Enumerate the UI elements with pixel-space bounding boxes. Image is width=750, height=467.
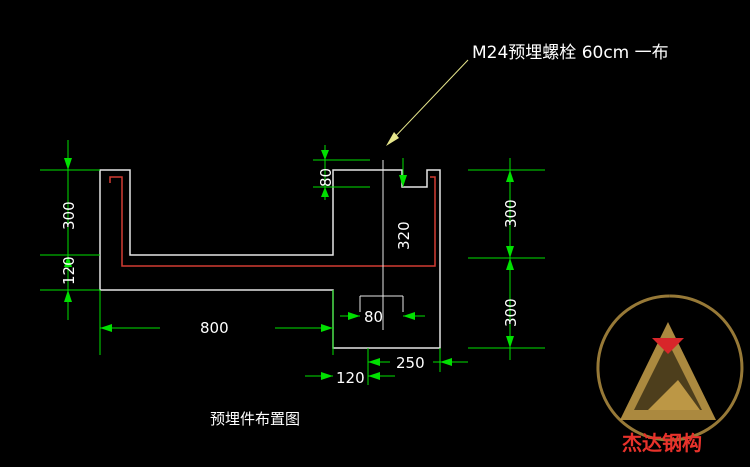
dim-120-width: 120 <box>336 369 365 387</box>
leader-line <box>391 59 469 141</box>
concrete-outline <box>99 169 441 349</box>
dim-800-width: 800 <box>200 319 229 337</box>
dim-300-right-top: 300 <box>502 199 520 228</box>
brand-text: 杰达钢构 <box>622 431 702 455</box>
dim-300-left: 300 <box>60 201 78 230</box>
rebar-line <box>109 176 436 267</box>
dim-120-left: 120 <box>60 256 78 285</box>
dim-80-top: 80 <box>317 168 335 187</box>
dim-320-center: 320 <box>395 221 413 250</box>
dimension-arrows <box>64 150 514 380</box>
dim-250-width: 250 <box>396 354 425 372</box>
dim-80-bottom: 80 <box>364 308 383 326</box>
bolt-annotation: M24预埋螺栓 60cm 一布 <box>472 43 669 63</box>
leader-arrowhead <box>386 132 399 146</box>
drawing-caption: 预埋件布置图 <box>210 410 300 428</box>
dim-300-right-bottom: 300 <box>502 298 520 327</box>
triangle-logo-icon <box>596 294 744 442</box>
